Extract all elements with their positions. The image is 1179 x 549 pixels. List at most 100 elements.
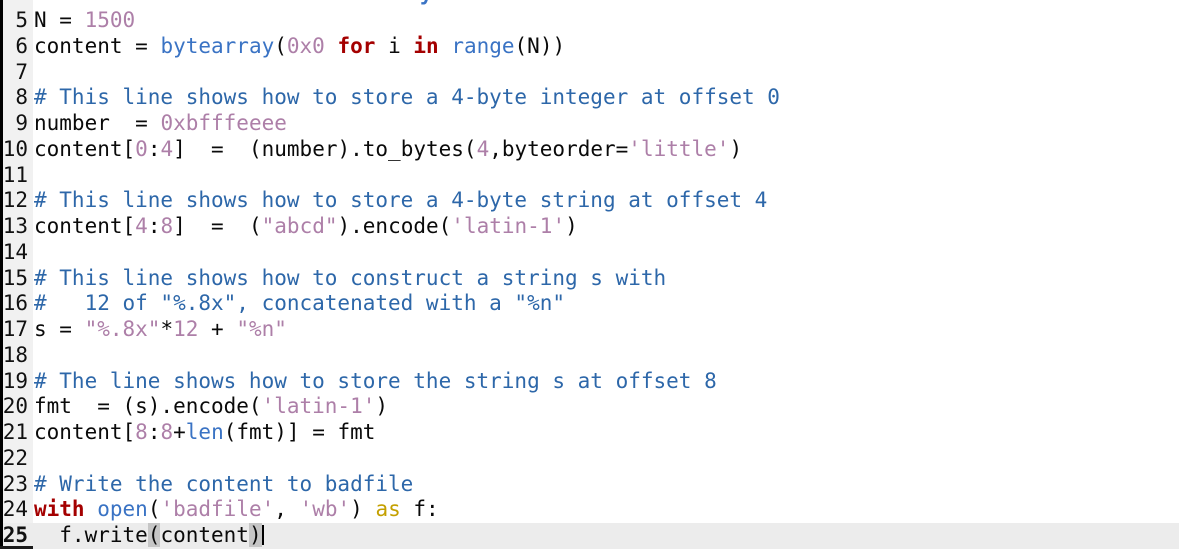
code-token: 4 bbox=[476, 136, 490, 161]
code-token: len bbox=[185, 420, 224, 444]
code-line[interactable]: 11 bbox=[0, 162, 1179, 189]
code-token: # Write the content to badfile bbox=[34, 471, 414, 496]
code-text: # This line shows how to store a 4-byte … bbox=[30, 85, 1179, 111]
code-token: "abcd" bbox=[261, 214, 338, 238]
code-token: (N)) bbox=[514, 33, 566, 58]
code-token: f.write bbox=[34, 523, 148, 547]
line-number: 21 bbox=[0, 420, 30, 446]
code-token: 8 bbox=[135, 420, 148, 444]
code-token: # The line shows how to store the string… bbox=[34, 368, 717, 393]
code-token: (fmt)] = fmt bbox=[223, 420, 376, 444]
code-token: as bbox=[375, 497, 401, 522]
code-text: content = bytearray(0x0 for i in range(N… bbox=[30, 34, 1179, 60]
clipped-previous-line: y bbox=[0, 0, 1179, 8]
code-text: N = 1500 bbox=[30, 8, 1179, 34]
code-line[interactable]: 14 bbox=[0, 239, 1179, 266]
code-token: ).encode( bbox=[337, 214, 452, 238]
code-line[interactable]: 16# 12 of "%.8x", concatenated with a "%… bbox=[0, 291, 1179, 317]
code-line[interactable]: 22 bbox=[0, 445, 1179, 472]
code-token: in bbox=[413, 33, 439, 58]
line-number: 8 bbox=[0, 85, 30, 111]
line-number: 9 bbox=[0, 111, 30, 137]
code-token: with bbox=[34, 497, 85, 522]
code-token: ) bbox=[248, 523, 262, 547]
code-token bbox=[85, 497, 98, 521]
code-token: ] = ( bbox=[173, 214, 262, 238]
code-token: ) bbox=[729, 136, 743, 161]
line-number: 23 bbox=[0, 471, 30, 498]
code-token: + bbox=[173, 420, 186, 444]
code-token: 1500 bbox=[84, 8, 136, 32]
window-left-border bbox=[0, 0, 3, 549]
code-line[interactable]: 19# The line shows how to store the stri… bbox=[0, 368, 1179, 395]
line-number: 25 bbox=[0, 523, 30, 549]
line-number: 22 bbox=[0, 445, 30, 472]
code-token: # This line shows how to construct a str… bbox=[34, 265, 667, 290]
line-number: 10 bbox=[0, 136, 30, 163]
code-text: s = "%.8x"*12 + "%n" bbox=[30, 317, 1179, 343]
code-token: ) bbox=[350, 497, 376, 522]
code-token: 12 bbox=[173, 317, 199, 341]
code-text: number = 0xbfffeeee bbox=[30, 111, 1179, 137]
code-token: ) bbox=[565, 214, 578, 238]
code-token: 4 bbox=[135, 214, 148, 238]
line-number: 12 bbox=[0, 188, 30, 214]
line-number: 7 bbox=[0, 59, 30, 86]
text-cursor bbox=[261, 524, 264, 545]
code-token: number = bbox=[34, 111, 161, 135]
code-token: : bbox=[147, 214, 161, 238]
code-token: 'little' bbox=[628, 136, 730, 161]
code-token: content bbox=[160, 523, 249, 547]
code-text: # 12 of "%.8x", concatenated with a "%n" bbox=[30, 291, 1179, 317]
code-token: 8 bbox=[160, 214, 174, 238]
code-line[interactable]: 23# Write the content to badfile bbox=[0, 471, 1179, 498]
code-token: # 12 of "%.8x", concatenated with a "%n" bbox=[34, 291, 566, 316]
code-token: 'badfile' bbox=[160, 497, 275, 522]
line-number: 6 bbox=[0, 33, 30, 60]
code-token: content[ bbox=[34, 420, 136, 444]
window-bottom-edge bbox=[0, 546, 33, 549]
code-token: ) bbox=[375, 394, 389, 419]
line-number: 16 bbox=[0, 291, 30, 317]
code-token: content[ bbox=[34, 136, 136, 161]
code-token: + bbox=[198, 317, 237, 341]
code-token: i bbox=[375, 33, 414, 58]
code-line[interactable]: 8# This line shows how to store a 4-byte… bbox=[0, 85, 1179, 111]
code-token: 0xbfffeeee bbox=[160, 111, 287, 135]
line-number: 24 bbox=[0, 497, 30, 523]
code-token: fmt = (s).encode( bbox=[34, 394, 262, 419]
code-text: content[8:8+len(fmt)] = fmt bbox=[30, 420, 1179, 446]
code-line[interactable]: 15# This line shows how to construct a s… bbox=[0, 265, 1179, 292]
code-line[interactable]: 25 f.write(content) bbox=[0, 523, 1179, 549]
code-text: content[0:4] = (number).to_bytes(4,byteo… bbox=[30, 137, 1179, 163]
code-line[interactable]: 18 bbox=[0, 342, 1179, 369]
code-text bbox=[30, 60, 1179, 86]
code-token: s = bbox=[34, 317, 85, 341]
code-line[interactable]: 7 bbox=[0, 59, 1179, 86]
code-line[interactable]: 12# This line shows how to store a 4-byt… bbox=[0, 188, 1179, 214]
code-text: # This line shows how to construct a str… bbox=[30, 266, 1179, 292]
code-text bbox=[30, 446, 1179, 472]
code-token: , bbox=[274, 497, 300, 522]
code-token: * bbox=[160, 317, 174, 341]
code-token: 8 bbox=[160, 420, 174, 444]
code-token: 'latin-1' bbox=[261, 394, 376, 419]
line-number: 5 bbox=[0, 8, 30, 34]
code-text: # Write the content to badfile bbox=[30, 472, 1179, 498]
code-text: with open('badfile', 'wb') as f: bbox=[30, 497, 1179, 523]
code-token: ,byteorder= bbox=[489, 136, 629, 161]
line-number: 13 bbox=[0, 214, 30, 240]
line-number: 14 bbox=[0, 239, 30, 266]
code-token: range bbox=[451, 33, 515, 58]
